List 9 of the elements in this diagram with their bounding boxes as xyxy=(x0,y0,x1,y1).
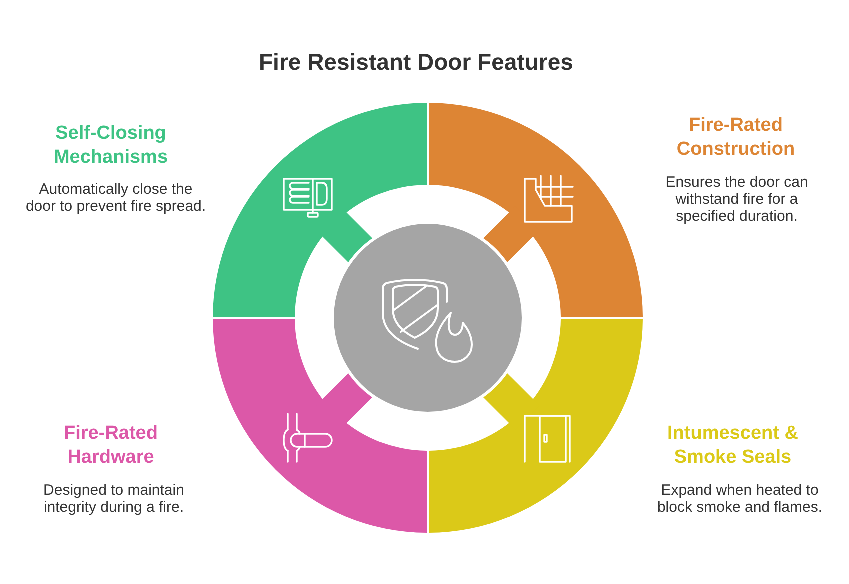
feature-description: Designed to maintain integrity during a fire. xyxy=(42,482,186,516)
feature-heading: Fire-Rated Hardware xyxy=(63,422,159,470)
feature-heading: Intumescent & Smoke Seals xyxy=(666,422,800,470)
feature-heading: Self-Closing Mechanisms xyxy=(52,122,170,170)
feature-heading: Fire-Rated Construction xyxy=(676,114,796,162)
feature-description: Expand when heated to block smoke and flames. xyxy=(656,482,824,516)
diagram-title: Fire Resistant Door Features xyxy=(259,48,574,76)
feature-description: Automatically close the door to prevent fire spread. xyxy=(24,181,208,215)
feature-description: Ensures the door can withstand fire for a specified duration. xyxy=(664,174,810,225)
